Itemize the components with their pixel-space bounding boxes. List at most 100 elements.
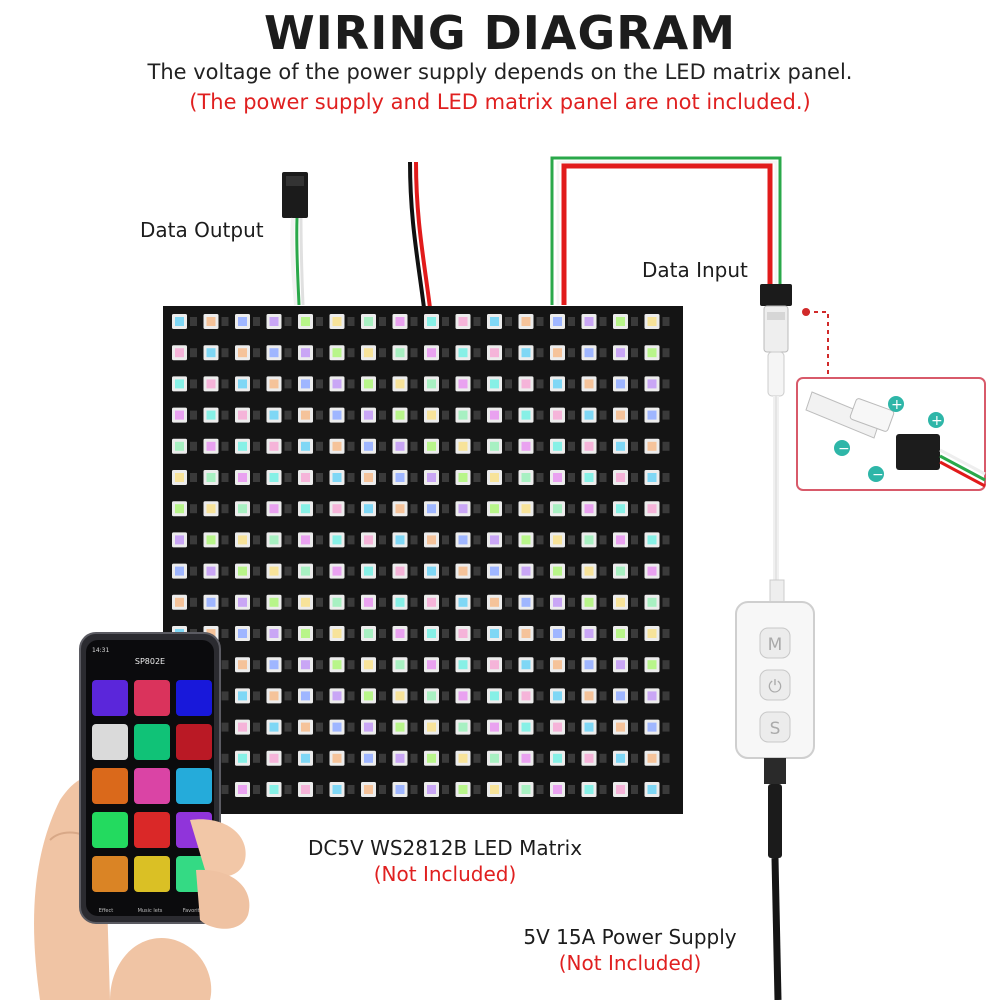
led-pixel-color [521, 348, 531, 358]
led-capacitor [253, 410, 260, 420]
led-pixel-color [332, 441, 342, 451]
led-capacitor [505, 629, 512, 638]
led-pixel-color [584, 317, 594, 326]
led-capacitor [347, 473, 355, 482]
led-capacitor [190, 535, 197, 545]
led-capacitor [253, 753, 260, 763]
led-pixel-color [269, 379, 279, 389]
led-capacitor [347, 691, 355, 701]
led-pixel-color [395, 660, 405, 670]
led-capacitor [190, 597, 197, 607]
led-pixel-color [332, 473, 342, 482]
led-capacitor [599, 691, 607, 701]
led-pixel-color [395, 317, 405, 326]
led-pixel-color [364, 535, 373, 545]
led-pixel-color [395, 348, 405, 358]
led-capacitor [284, 317, 292, 326]
controller-button-s: S [770, 719, 781, 739]
led-capacitor [505, 722, 512, 732]
led-capacitor [473, 473, 481, 482]
led-capacitor [473, 504, 481, 514]
led-pixel-color [427, 348, 436, 358]
led-capacitor [316, 379, 323, 389]
led-pixel-color [238, 660, 247, 670]
led-capacitor [379, 660, 386, 670]
led-pixel-color [175, 379, 184, 389]
led-pixel-color [427, 753, 436, 763]
led-pixel-color [647, 566, 657, 576]
phone-effect-tile [92, 856, 128, 892]
led-pixel-color [364, 441, 373, 451]
led-pixel-color [616, 441, 625, 451]
led-pixel-color [647, 504, 657, 514]
led-pixel-color [301, 722, 310, 732]
led-capacitor [379, 566, 386, 576]
led-capacitor [316, 473, 323, 482]
led-capacitor [221, 348, 229, 358]
led-capacitor [316, 597, 323, 607]
led-pixel-color [584, 566, 594, 576]
led-pixel-color [332, 722, 342, 732]
led-pixel-color [332, 379, 342, 389]
led-capacitor [347, 504, 355, 514]
led-pixel-color [238, 379, 247, 389]
led-pixel-color [647, 691, 657, 701]
led-capacitor [253, 629, 260, 638]
led-capacitor [631, 317, 638, 326]
led-capacitor [316, 410, 323, 420]
led-capacitor [379, 597, 386, 607]
led-pixel-color [395, 597, 405, 607]
phone-nav-effect: Effect [99, 908, 113, 914]
led-capacitor [568, 317, 575, 326]
led-pixel-color [238, 629, 247, 638]
led-capacitor [347, 379, 355, 389]
led-capacitor [473, 785, 481, 794]
led-pixel-color [175, 348, 184, 358]
led-capacitor [253, 597, 260, 607]
led-capacitor [536, 722, 544, 732]
led-pixel-color [616, 348, 625, 358]
led-capacitor [442, 691, 449, 701]
led-pixel-color [427, 691, 436, 701]
data-output-label: Data Output [140, 218, 264, 242]
led-capacitor [284, 473, 292, 482]
led-pixel-color [427, 597, 436, 607]
led-pixel-color [490, 441, 499, 451]
led-capacitor [221, 597, 229, 607]
led-capacitor [410, 785, 418, 794]
led-pixel-color [616, 722, 625, 732]
led-capacitor [662, 504, 670, 514]
led-capacitor [221, 566, 229, 576]
led-pixel-color [490, 753, 499, 763]
led-capacitor [316, 348, 323, 358]
data-output-connector [282, 172, 308, 306]
led-capacitor [505, 473, 512, 482]
led-pixel-color [458, 597, 468, 607]
led-pixel-color [238, 785, 247, 794]
led-capacitor [662, 660, 670, 670]
led-pixel-color [301, 317, 310, 326]
led-pixel-color [175, 597, 184, 607]
led-pixel-color [458, 691, 468, 701]
led-pixel-color [364, 473, 373, 482]
led-pixel-color [395, 379, 405, 389]
phone-time: 14:31 [92, 647, 109, 654]
led-pixel-color [616, 597, 625, 607]
led-capacitor [473, 410, 481, 420]
led-capacitor [505, 660, 512, 670]
led-capacitor [379, 473, 386, 482]
led-capacitor [284, 410, 292, 420]
led-capacitor [347, 317, 355, 326]
led-pixel-color [332, 660, 342, 670]
led-capacitor [662, 317, 670, 326]
led-capacitor [599, 566, 607, 576]
led-pixel-color [427, 504, 436, 514]
led-pixel-color [584, 660, 594, 670]
led-capacitor [662, 535, 670, 545]
led-pixel-color [521, 504, 531, 514]
led-capacitor [536, 441, 544, 451]
led-pixel-color [364, 722, 373, 732]
led-pixel-color [395, 566, 405, 576]
led-pixel-color [301, 410, 310, 420]
led-capacitor [221, 317, 229, 326]
